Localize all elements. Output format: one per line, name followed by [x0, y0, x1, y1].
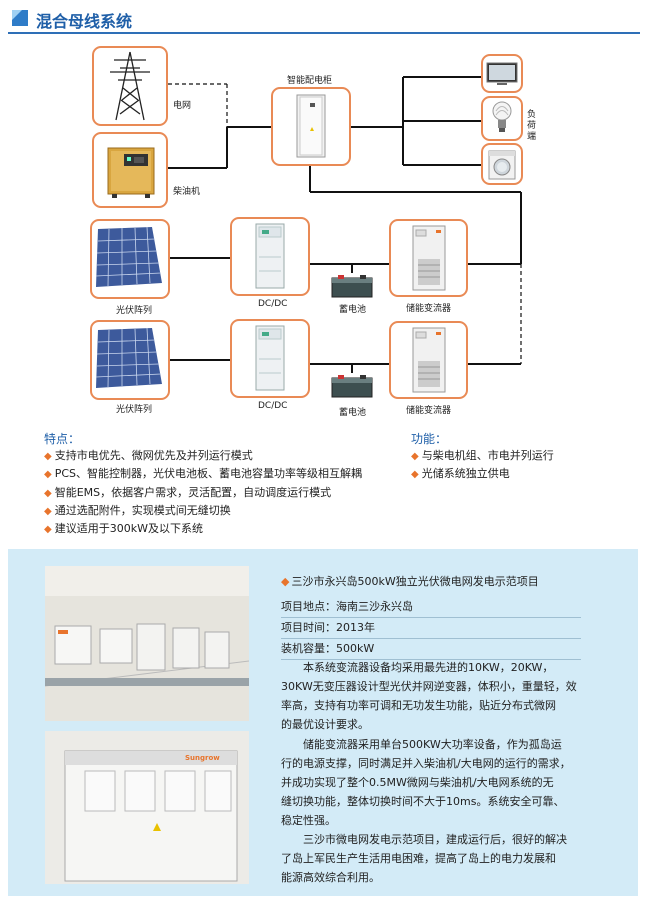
inverter-room-photo: [45, 566, 249, 721]
tv-icon: [486, 62, 518, 85]
washing-machine-icon: [488, 150, 516, 180]
feature-item: ◆通过选配附件，实现模式间无缝切换: [44, 504, 231, 517]
pcs-2-label: 储能变流器: [406, 406, 452, 416]
lamp-load-box: [481, 96, 523, 141]
functions-heading: 功能：: [411, 432, 448, 446]
cabinet-icon: [296, 94, 326, 158]
lightbulb-icon: [492, 101, 512, 132]
battery-1-label: 蓄电池: [339, 305, 367, 315]
diamond-bullet-icon: ◆: [44, 506, 52, 517]
pcs-2-box: [389, 321, 468, 399]
pv-array-2-box: [90, 320, 170, 400]
power-tower-icon: [110, 51, 150, 121]
page-title: 混合母线系统: [36, 12, 133, 31]
dcdc-1-label: DC/DC: [258, 299, 288, 309]
project-paragraph-3-cont: 了岛上军民生产生活用电困难，提高了岛上的电力发展和 能源高效综合利用。: [281, 852, 556, 884]
features-heading: 特点：: [44, 432, 81, 446]
battery-1: [330, 273, 374, 299]
battery-2-label: 蓄电池: [339, 408, 367, 418]
pcs-cabinet-icon: [412, 225, 446, 291]
load-label: 负荷端: [527, 110, 537, 142]
pcs-1-box: [389, 219, 468, 297]
diamond-bullet-icon: ◆: [44, 524, 52, 535]
cabinet-label: 智能配电柜: [287, 76, 333, 86]
diamond-bullet-icon: ◆: [44, 451, 52, 462]
pcs-cabinet-icon: [412, 327, 446, 393]
project-title: ◆三沙市永兴岛500kW独立光伏微电网发电示范项目: [281, 575, 539, 588]
diamond-bullet-icon: ◆: [44, 469, 52, 480]
header-square-icon: [12, 10, 28, 26]
feature-item: ◆支持市电优先、微网优先及并列运行模式: [44, 449, 253, 462]
project-capacity: 装机容量：500kW: [281, 640, 581, 660]
feature-item: ◆PCS、智能控制器，光伏电池板、蓄电池容量功率等级相互解耦: [44, 467, 362, 480]
pv-array-2-label: 光伏阵列: [116, 405, 153, 415]
function-item: ◆光储系统独立供电: [411, 467, 510, 480]
smart-cabinet-box: [271, 87, 351, 166]
project-location: 项目地点：海南三沙永兴岛: [281, 598, 581, 618]
connection-lines: [168, 76, 522, 373]
project-paragraph-1: 本系统变流器设备均采用最先进的10KW，20KW，: [303, 661, 554, 674]
project-time: 项目时间：2013年: [281, 619, 581, 639]
diesel-generator-icon: [107, 147, 155, 198]
battery-2: [330, 373, 374, 399]
washer-load-box: [481, 143, 523, 185]
dcdc-cabinet-icon: [255, 223, 285, 289]
feature-item: ◆智能EMS，依据客户需求，灵活配置，自动调度运行模式: [44, 486, 332, 499]
pcs-1-label: 储能变流器: [406, 304, 452, 314]
diamond-bullet-icon: ◆: [411, 469, 419, 480]
project-paragraph-2-cont: 行的电源支撑，同时满足并入柴油机/大电网的运行的需求， 并成功实现了整个0.5M…: [281, 757, 571, 827]
project-paragraph-2: 储能变流器采用单台500KW大功率设备，作为孤岛运: [303, 738, 562, 751]
solar-panel-icon: [95, 327, 162, 388]
diamond-bullet-icon: ◆: [281, 575, 290, 588]
diesel-label: 柴油机: [173, 187, 201, 197]
solar-panel-icon: [95, 226, 162, 287]
photo-brand-logo: Sungrow: [185, 754, 220, 762]
dcdc-cabinet-icon: [255, 325, 285, 391]
pv-array-1-label: 光伏阵列: [116, 306, 153, 316]
section-header: 混合母线系统: [8, 6, 640, 34]
feature-item: ◆建议适用于300kW及以下系统: [44, 522, 203, 535]
battery-icon: [331, 275, 373, 298]
grid-label: 电网: [173, 101, 192, 111]
grid-tower-box: [92, 46, 168, 126]
tv-load-box: [481, 54, 523, 93]
diamond-bullet-icon: ◆: [411, 451, 419, 462]
project-paragraph-1-cont: 30KW无变压器设计型光伏并网逆变器，体积小，重量轻，效 率高，支持有功率可调和…: [281, 680, 577, 731]
pv-array-1-box: [90, 219, 170, 299]
dcdc-2-label: DC/DC: [258, 401, 288, 411]
dcdc-2-box: [230, 319, 310, 398]
diamond-bullet-icon: ◆: [44, 488, 52, 499]
project-paragraph-3: 三沙市微电网发电示范项目，建成运行后，很好的解决: [303, 833, 567, 846]
function-item: ◆与柴电机组、市电并列运行: [411, 449, 554, 462]
dcdc-1-box: [230, 217, 310, 296]
diesel-generator-box: [92, 132, 168, 208]
battery-icon: [331, 375, 373, 398]
pcs-cabinet-photo: Sungrow: [45, 731, 249, 884]
